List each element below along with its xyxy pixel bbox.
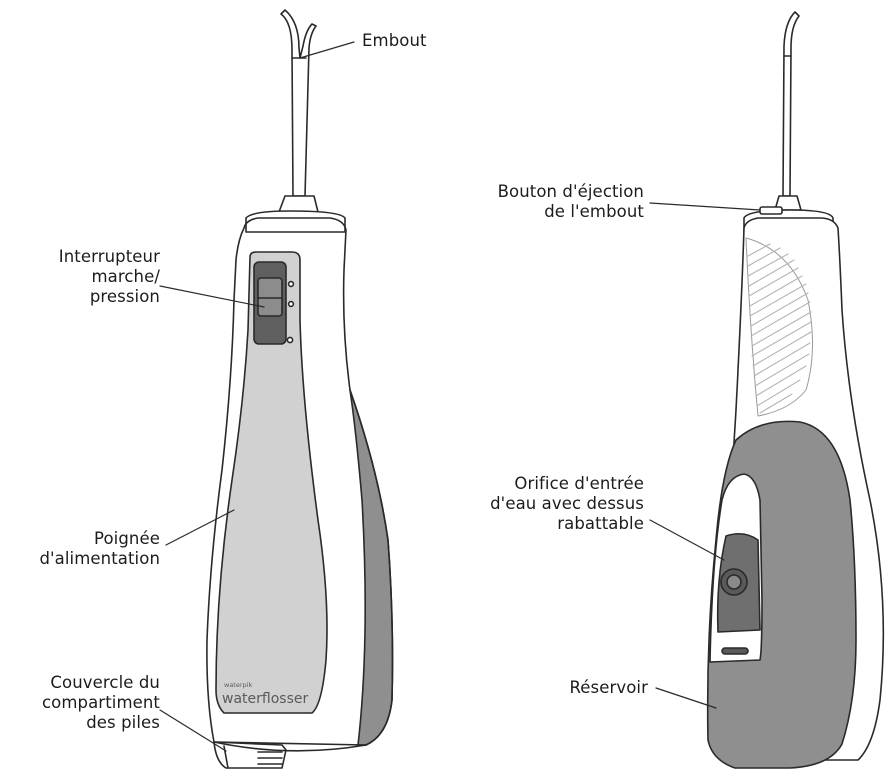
front-collar [278,195,319,213]
label-poignee-line1: Poignée [94,529,160,548]
leader-orifice [649,519,725,561]
label-interrupteur-line1: Interrupteur [58,247,160,266]
brand-logo: waterpik waterflosser [222,681,308,707]
label-embout-text: Embout [362,31,427,50]
label-interrupteur-line2: marche/ [91,267,160,286]
label-interrupteur: Interrupteur marche/ pression [8,247,160,307]
label-couvercle-line2: compartiment [41,693,160,712]
front-battery-cover [213,741,287,769]
brand-small: waterpik [224,681,252,689]
label-bouton: Bouton d'éjection de l'embout [440,182,644,222]
label-interrupteur-line3: pression [89,287,160,306]
front-body [206,217,394,746]
label-couvercle-line1: Couvercle du [50,673,160,692]
label-orifice: Orifice d'entrée d'eau avec dessus rabat… [430,474,644,534]
label-orifice-line1: Orifice d'entrée [514,474,644,493]
label-embout: Embout [362,31,427,51]
leader-bouton [649,202,761,211]
back-device [706,11,885,769]
front-side-strip [349,389,394,746]
label-orifice-line3: rabattable [557,514,644,533]
label-poignee-line2: d'alimentation [39,549,160,568]
leader-reservoir [655,687,717,709]
label-bouton-line2: de l'embout [544,202,644,221]
label-reservoir-text: Réservoir [569,678,648,697]
leader-lines [159,41,761,752]
leader-poignee [165,509,235,546]
label-couvercle-line3: des piles [86,713,160,732]
back-tip [782,11,800,197]
front-tip [280,9,317,197]
label-couvercle: Couvercle du compartiment des piles [4,673,160,733]
leader-embout [299,41,355,59]
leader-couvercle [159,709,227,752]
front-handle-panel [215,251,328,714]
leader-interrupteur [159,285,265,308]
label-poignee: Poignée d'alimentation [8,529,160,569]
label-bouton-line1: Bouton d'éjection [497,182,644,201]
front-cap [245,210,346,233]
brand-large: waterflosser [222,691,308,707]
front-device [206,9,394,769]
back-grip-hatch [745,237,813,417]
eject-button [759,206,783,215]
label-orifice-line2: d'eau avec dessus [490,494,644,513]
label-reservoir: Réservoir [500,678,648,698]
